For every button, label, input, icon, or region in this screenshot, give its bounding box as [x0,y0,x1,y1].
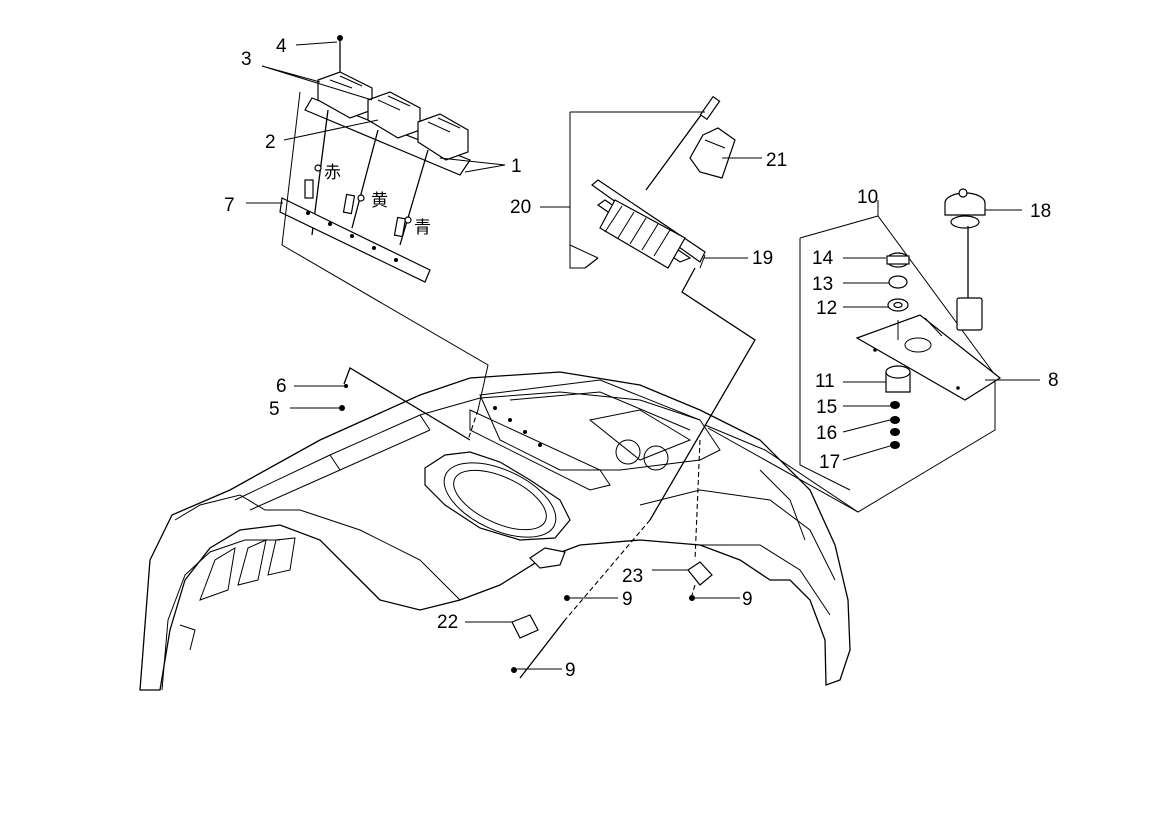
callout-1: 1 [511,156,522,177]
callout-10: 10 [857,187,878,208]
wire-label-blue: 青 [414,218,431,238]
callout-8: 8 [1048,370,1059,391]
callout-3: 3 [241,49,252,70]
callout-5: 5 [269,399,280,420]
callout-18: 18 [1030,201,1051,222]
callout-16: 16 [816,423,837,444]
fender-body [139,371,851,691]
callout-9-c: 9 [565,660,576,681]
callout-4: 4 [276,36,287,57]
callout-9-b: 9 [742,589,753,610]
callout-12: 12 [816,298,837,319]
wire-label-yellow: 黄 [371,191,388,211]
callout-23: 23 [622,566,643,587]
callout-6: 6 [276,376,287,397]
callout-13: 13 [812,274,833,295]
callout-9-a: 9 [622,589,633,610]
callout-labels: 4 3 2 1 7 6 5 20 21 19 10 18 14 13 12 11… [224,36,1059,681]
callout-17: 17 [819,452,840,473]
callout-19: 19 [752,248,773,269]
callout-15: 15 [816,397,837,418]
small-parts [339,367,859,673]
callout-20: 20 [510,197,531,218]
callout-14: 14 [812,248,834,269]
callout-22: 22 [437,612,458,633]
callout-2: 2 [265,132,276,153]
callout-21: 21 [766,150,787,171]
callout-11: 11 [815,371,835,392]
switch-panel-assembly [279,35,489,441]
fuel-sender-assembly [707,188,1002,513]
wire-label-red: 赤 [324,163,341,183]
meter-assembly [519,95,756,679]
leader-lines [246,41,1040,670]
callout-7: 7 [224,195,235,216]
